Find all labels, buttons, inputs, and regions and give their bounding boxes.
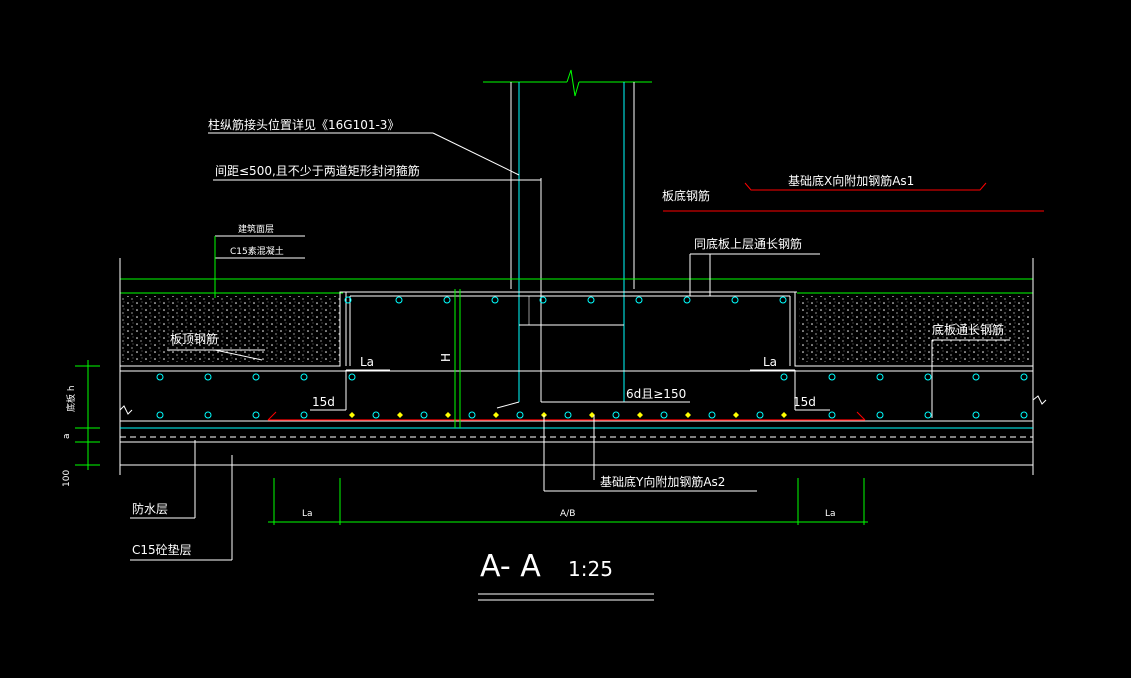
rebar-lines bbox=[267, 289, 866, 428]
slab-outlines bbox=[119, 258, 1034, 475]
rebar-dots-bottom bbox=[156, 411, 1028, 419]
rebar-dots-mid bbox=[156, 373, 1028, 381]
note-base-x-bar: 基础底X向附加钢筋As1 bbox=[788, 173, 914, 188]
section-title: A- A bbox=[480, 549, 541, 584]
dim-ab: A/B bbox=[560, 509, 575, 519]
column bbox=[483, 69, 652, 409]
note-base-y-bar: 基础底Y向附加钢筋As2 bbox=[600, 474, 725, 489]
break-left bbox=[119, 405, 133, 415]
dim-side-100: 100 bbox=[62, 470, 72, 487]
rebar-dots-top bbox=[344, 296, 787, 304]
dim-la-bottom-right: La bbox=[825, 509, 836, 519]
note-same-top-bar: 同底板上层通长钢筋 bbox=[694, 236, 802, 251]
concrete-fill-right bbox=[799, 296, 1031, 362]
note-c15-concrete: C15素混凝土 bbox=[230, 245, 284, 257]
rebar-dots-yellow bbox=[349, 412, 787, 418]
dim-side-h: 底板 h bbox=[65, 385, 77, 412]
break-right bbox=[1032, 395, 1047, 405]
note-stirrup-spacing: 间距≤500,且不少于两道矩形封闭箍筋 bbox=[215, 163, 420, 178]
dim-15d-right: 15d bbox=[793, 395, 816, 409]
section-scale: 1:25 bbox=[568, 557, 613, 581]
inner-dims bbox=[310, 369, 830, 411]
concrete-fill-left bbox=[122, 296, 340, 362]
note-slab-long-bar: 底板通长钢筋 bbox=[932, 322, 1004, 337]
dim-15d-left: 15d bbox=[312, 395, 335, 409]
note-slab-bar: 板顶钢筋 bbox=[170, 331, 218, 346]
dim-la-right-inner: La bbox=[763, 355, 777, 369]
dim-la-left-inner: La bbox=[360, 355, 374, 369]
left-dimension bbox=[75, 360, 100, 470]
dim-side-a: a bbox=[62, 433, 72, 439]
bottom-dimension bbox=[268, 478, 868, 525]
dim-la-bottom-left: La bbox=[302, 509, 313, 519]
note-column-splice: 柱纵筋接头位置详见《16G101-3》 bbox=[208, 117, 399, 132]
note-slab-bottom-bar: 板底钢筋 bbox=[662, 188, 710, 203]
note-floor-finish: 建筑面层 bbox=[238, 223, 274, 235]
note-waterproof: 防水层 bbox=[132, 501, 168, 516]
dim-h: H bbox=[439, 353, 453, 362]
foundation-outline bbox=[120, 291, 1033, 466]
as1-bracket bbox=[744, 182, 987, 191]
note-c15-cushion: C15砼垫层 bbox=[132, 542, 192, 557]
leaders bbox=[130, 132, 1044, 561]
dim-6d: 6d且≥150 bbox=[626, 387, 686, 401]
